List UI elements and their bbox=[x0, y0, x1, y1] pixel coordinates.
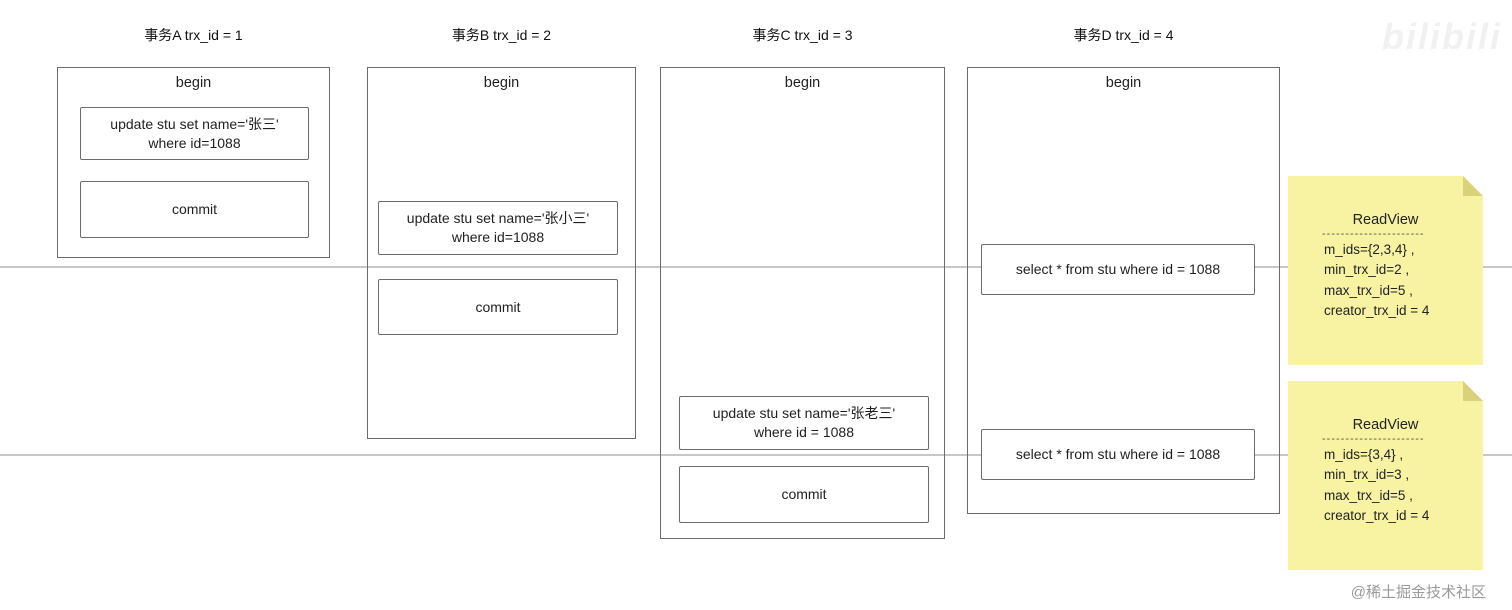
timeline-line-2 bbox=[0, 454, 1512, 456]
transaction-b-title: 事务B trx_id = 2 bbox=[451, 27, 552, 43]
transaction-b-box: begin bbox=[367, 67, 636, 439]
transaction-c-title: 事务C trx_id = 3 bbox=[752, 27, 853, 43]
statement-line: select * from stu where id = 1088 bbox=[1015, 261, 1221, 278]
statement-line: update stu set name='张三' bbox=[110, 115, 279, 132]
update-statement-box: update stu set name='张三' where id=1088 bbox=[80, 107, 309, 160]
statement-line: where id = 1088 bbox=[753, 424, 855, 440]
begin-label: begin bbox=[483, 75, 520, 91]
statement-line: update stu set name='张小三' bbox=[406, 210, 590, 227]
readview-divider: ---------------------- bbox=[1322, 228, 1425, 240]
commit-box: commit bbox=[679, 466, 929, 523]
commit-box: commit bbox=[378, 279, 618, 335]
commit-box: commit bbox=[80, 181, 309, 238]
begin-label: begin bbox=[784, 75, 821, 91]
statement-line: where id=1088 bbox=[148, 134, 241, 151]
statement-line: commit bbox=[171, 201, 218, 218]
readview-note-2: ReadView ---------------------- m_ids={3… bbox=[1288, 381, 1483, 570]
readview-title: ReadView bbox=[1352, 417, 1419, 433]
transaction-d-title: 事务D trx_id = 4 bbox=[1073, 27, 1174, 43]
update-statement-box: update stu set name='张老三' where id = 108… bbox=[679, 396, 929, 450]
update-statement-box: update stu set name='张小三' where id=1088 bbox=[378, 201, 618, 255]
readview-field: m_ids={3,4} , bbox=[1324, 447, 1404, 463]
readview-note-1: ReadView ---------------------- m_ids={2… bbox=[1288, 176, 1483, 365]
statement-line: update stu set name='张老三' bbox=[712, 405, 896, 422]
transaction-d-box: begin bbox=[967, 67, 1280, 514]
bilibili-watermark: bilibili bbox=[1382, 16, 1502, 57]
statement-line: commit bbox=[781, 486, 827, 503]
transaction-c-box: begin bbox=[660, 67, 945, 539]
transaction-a-box: begin bbox=[57, 67, 330, 258]
readview-field: creator_trx_id = 4 bbox=[1324, 507, 1430, 523]
begin-label: begin bbox=[1105, 75, 1142, 91]
transaction-a-title: 事务A trx_id = 1 bbox=[144, 27, 243, 43]
select-statement-box: select * from stu where id = 1088 bbox=[981, 244, 1255, 295]
select-statement-box: select * from stu where id = 1088 bbox=[981, 429, 1255, 480]
juejin-watermark: @稀土掘金技术社区 bbox=[1350, 584, 1486, 601]
readview-field: creator_trx_id = 4 bbox=[1324, 302, 1430, 318]
readview-field: max_trx_id=5 , bbox=[1324, 487, 1413, 503]
readview-field: max_trx_id=5 , bbox=[1324, 282, 1413, 298]
statement-line: select * from stu where id = 1088 bbox=[1015, 446, 1221, 463]
readview-title: ReadView bbox=[1352, 212, 1419, 228]
timeline-line-1 bbox=[0, 266, 1512, 268]
readview-divider: ---------------------- bbox=[1322, 433, 1425, 445]
readview-field: min_trx_id=2 , bbox=[1324, 262, 1410, 278]
folded-corner-icon bbox=[1463, 381, 1483, 401]
begin-label: begin bbox=[175, 75, 212, 91]
readview-field: min_trx_id=3 , bbox=[1324, 467, 1410, 483]
statement-line: commit bbox=[475, 298, 521, 315]
statement-line: where id=1088 bbox=[451, 229, 545, 245]
readview-field: m_ids={2,3,4} , bbox=[1324, 242, 1415, 258]
folded-corner-icon bbox=[1463, 176, 1483, 196]
